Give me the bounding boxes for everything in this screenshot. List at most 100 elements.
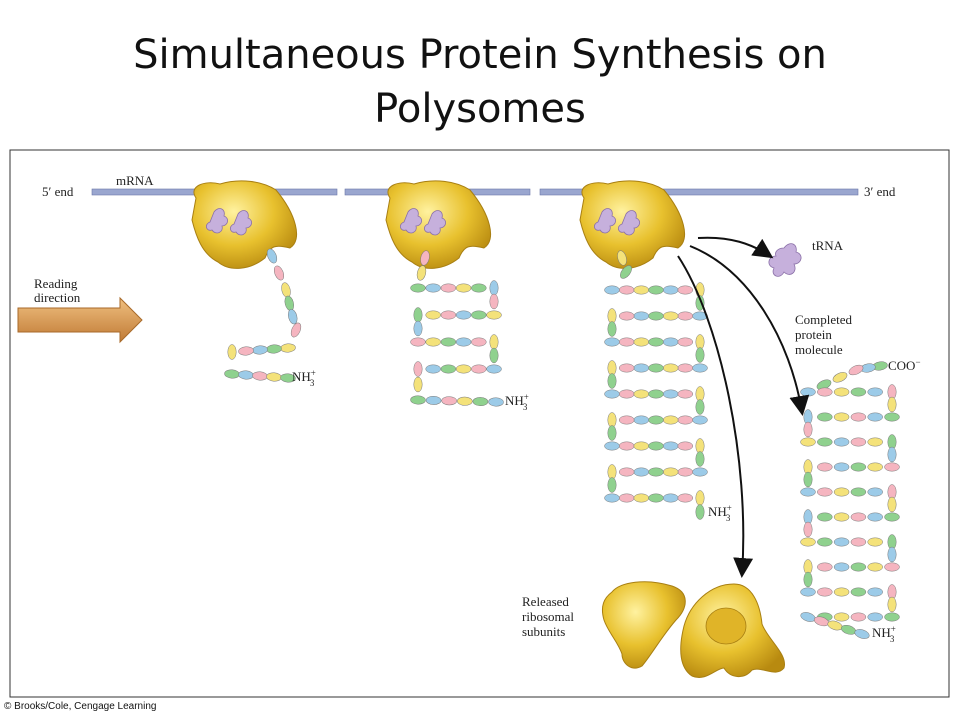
amino-acid-bead [692,363,708,373]
five-prime-label: 5′ end [42,184,74,199]
amino-acid-bead [633,337,650,347]
amino-acid-bead [633,467,650,477]
amino-acid-bead [850,487,867,497]
amino-acid-bead [817,587,833,597]
large-subunit-cavity [705,607,747,645]
amino-acid-bead [489,334,499,350]
amino-acid-bead [850,612,867,622]
nh3-label-2: NH+3 [505,392,529,412]
amino-acid-bead [633,389,650,399]
amino-acid-bead [486,310,502,320]
completed-label-line-2: protein [795,327,832,342]
amino-acid-bead [850,537,867,547]
three-prime-label: 3′ end [864,184,896,199]
amino-acid-bead [833,412,850,422]
amino-acid-bead [604,441,620,451]
amino-acid-bead [252,345,268,355]
copyright-credit: © Brooks/Cole, Cengage Learning [4,701,157,712]
amino-acid-bead [471,283,487,293]
amino-acid-bead [425,283,441,293]
amino-acid-bead [604,337,620,347]
amino-acid-bead [662,441,679,451]
released-ribosomal-subunits [601,581,785,678]
amino-acid-bead [677,441,694,451]
completed-label-line-1: Completed [795,312,853,327]
amino-acid-bead [287,309,298,325]
amino-acid-bead [850,462,867,472]
amino-acid-bead [848,364,864,376]
amino-acid-bead [800,437,816,447]
amino-acid-bead [817,387,833,397]
amino-acid-bead [662,311,679,321]
amino-acid-bead [887,596,897,613]
amino-acid-bead [455,310,472,320]
amino-acid-bead [410,395,426,405]
amino-acid-bead [662,337,679,347]
amino-acid-bead [227,344,237,360]
amino-acid-bead [648,363,664,373]
amino-acid-bead [867,487,883,497]
amino-acid-bead [832,372,848,383]
amino-acid-bead [455,337,472,347]
amino-acid-bead [887,546,897,563]
amino-acid-bead [486,364,502,374]
amino-acid-bead [648,337,664,347]
amino-acid-bead [887,496,897,513]
amino-acid-bead [850,587,867,597]
amino-acid-bead [867,562,883,572]
amino-acid-bead [867,537,883,547]
amino-acid-bead [604,285,620,295]
amino-acid-bead [425,337,441,347]
amino-acid-bead [695,399,705,415]
amino-acid-bead [238,370,254,380]
amino-acid-bead [648,285,664,295]
coo-label: COO− [888,357,921,373]
amino-acid-bead [489,347,499,364]
amino-acid-bead [695,504,705,520]
amino-acid-bead [833,512,850,522]
released-label-line-3: subunits [522,624,565,639]
amino-acid-bead [618,415,635,425]
amino-acid-bead [648,493,664,503]
amino-acid-bead [817,437,833,447]
amino-acid-bead [800,387,816,397]
completed-label-line-3: molecule [795,342,843,357]
amino-acid-bead [817,562,833,572]
amino-acid-bead [692,415,708,425]
amino-acid-bead [887,446,897,463]
small-subunit-icon [601,581,686,669]
amino-acid-bead [677,285,694,295]
amino-acid-bead [833,537,850,547]
amino-acid-bead [618,493,635,503]
amino-acid-bead [607,477,617,493]
amino-acid-bead [440,364,457,374]
nh3-label-3: NH+3 [708,503,732,523]
amino-acid-bead [471,310,487,320]
amino-acid-bead [662,363,679,373]
amino-acid-bead [662,467,679,477]
amino-acid-bead [817,462,833,472]
protein-release-arrow [689,245,810,416]
nh3-text-2: NH [505,393,524,408]
amino-acid-bead [833,612,850,622]
amino-acid-bead [803,521,813,538]
ribosome-2 [385,180,492,269]
amino-acid-bead [677,415,694,425]
amino-acid-bead [817,412,833,422]
amino-acid-bead [455,364,472,374]
amino-acid-bead [266,248,278,264]
amino-acid-bead [800,487,816,497]
amino-acid-bead [887,396,897,413]
amino-acid-bead [867,462,883,472]
amino-acid-bead [833,587,850,597]
released-label-line-1: Released [522,594,569,609]
mrna-label: mRNA [116,173,154,188]
amino-acid-bead [455,283,472,293]
nh3-text-4: NH [872,625,891,640]
amino-acid-bead [413,320,423,337]
amino-acid-bead [607,373,617,389]
polypeptide-chain-3 [604,250,708,520]
amino-acid-bead [413,307,423,323]
amino-acid-bead [440,310,457,320]
amino-acid-bead [440,283,457,293]
